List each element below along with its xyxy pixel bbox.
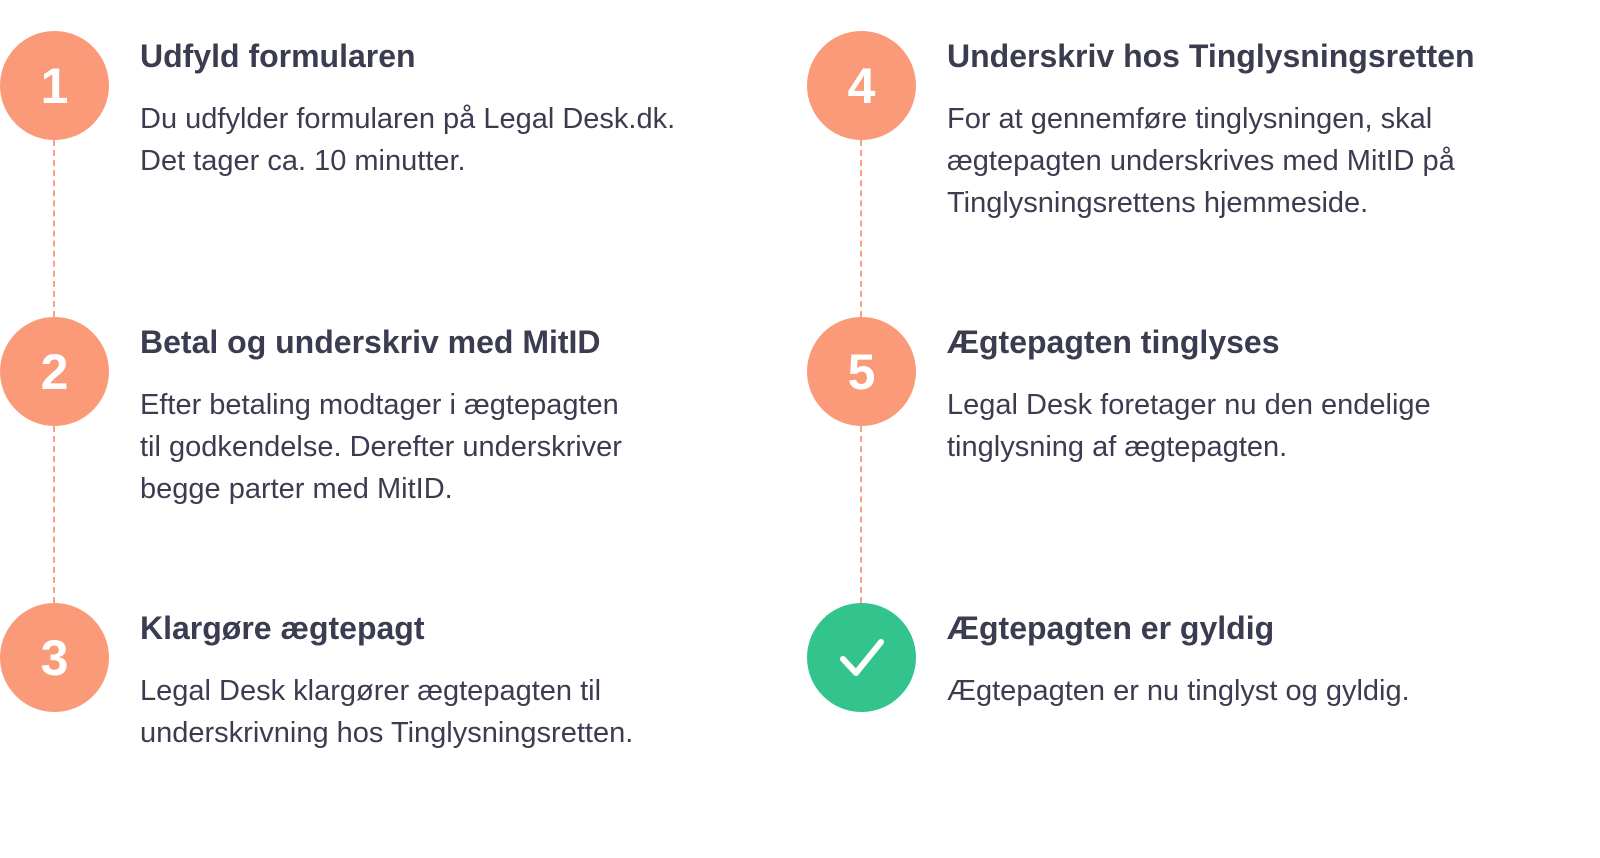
connector-line <box>53 426 55 603</box>
step-title: Betal og underskriv med MitID <box>140 324 601 360</box>
step-number-badge: 3 <box>0 603 109 712</box>
step-number-badge: 2 <box>0 317 109 426</box>
step-description: Legal Desk foretager nu den endelige ting… <box>947 384 1587 468</box>
step-1: 1 Udfyld formularen Du udfylder formular… <box>0 0 760 317</box>
step-description: Legal Desk klargører ægtepagten til under… <box>140 670 780 754</box>
step-number-badge: 5 <box>807 317 916 426</box>
step-4: 4 Underskriv hos Tinglysningsretten For … <box>807 0 1567 317</box>
desc-line: ægtepagten underskrives med MitID på <box>947 145 1455 177</box>
desc-line: tinglysning af ægtepagten. <box>947 431 1288 463</box>
step-3: 3 Klargøre ægtepagt Legal Desk klargører… <box>0 572 760 858</box>
step-done: Ægtepagten er gyldig Ægtepagten er nu ti… <box>807 572 1567 858</box>
step-title: Ægtepagten tinglyses <box>947 324 1280 360</box>
connector-line <box>53 140 55 317</box>
desc-line: For at gennemføre tinglysningen, skal <box>947 103 1433 135</box>
step-title: Udfyld formularen <box>140 38 416 74</box>
desc-line: Det tager ca. 10 minutter. <box>140 145 466 177</box>
desc-line: til godkendelse. Derefter underskriver <box>140 431 622 463</box>
desc-line: underskrivning hos Tinglysningsretten. <box>140 717 634 749</box>
desc-line: Tinglysningsrettens hjemmeside. <box>947 187 1369 219</box>
connector-line <box>860 426 862 603</box>
step-5: 5 Ægtepagten tinglyses Legal Desk foreta… <box>807 286 1567 603</box>
desc-line: begge parter med MitID. <box>140 473 453 505</box>
desc-line: Legal Desk foretager nu den endelige <box>947 389 1431 421</box>
step-number-badge: 4 <box>807 31 916 140</box>
step-title: Ægtepagten er gyldig <box>947 610 1275 646</box>
step-description: Ægtepagten er nu tinglyst og gyldig. <box>947 670 1587 712</box>
desc-line: Efter betaling modtager i ægtepagten <box>140 389 619 421</box>
step-title: Klargøre ægtepagt <box>140 610 425 646</box>
step-number-badge: 1 <box>0 31 109 140</box>
step-2: 2 Betal og underskriv med MitID Efter be… <box>0 286 760 603</box>
desc-line: Du udfylder formularen på Legal Desk.dk. <box>140 103 676 135</box>
step-description: For at gennemføre tinglysningen, skal ægt… <box>947 98 1587 224</box>
connector-line <box>860 140 862 317</box>
step-description: Efter betaling modtager i ægtepagten til … <box>140 384 780 510</box>
desc-line: Ægtepagten er nu tinglyst og gyldig. <box>947 675 1410 707</box>
step-description: Du udfylder formularen på Legal Desk.dk.… <box>140 98 780 182</box>
check-icon <box>807 603 916 712</box>
desc-line: Legal Desk klargører ægtepagten til <box>140 675 602 707</box>
step-title: Underskriv hos Tinglysningsretten <box>947 38 1475 74</box>
